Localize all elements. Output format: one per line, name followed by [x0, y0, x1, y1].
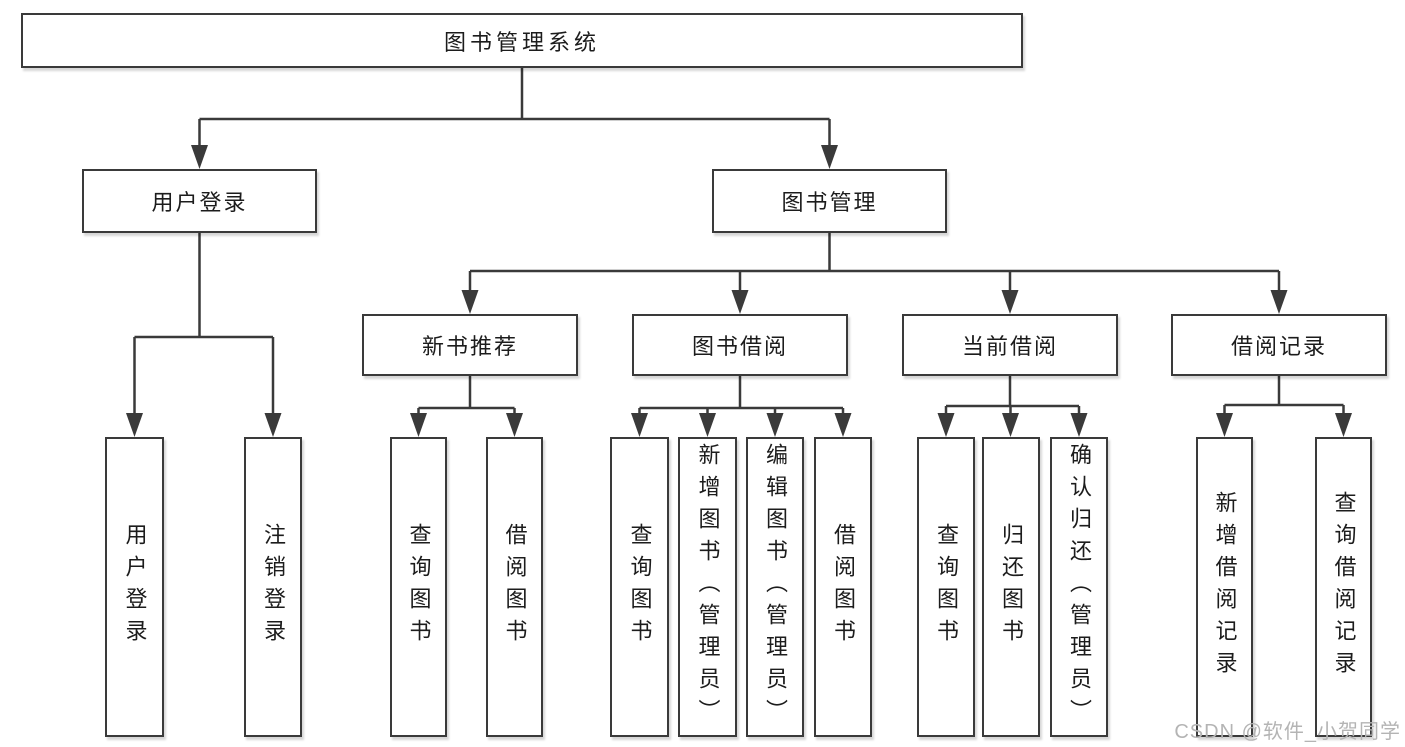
arrow-down-icon	[1216, 413, 1233, 437]
connector-current-borrowing-branch	[944, 376, 1081, 418]
node-label: 新增借阅记录	[1212, 491, 1238, 683]
arrow-down-icon	[1001, 290, 1019, 314]
node-label: 查询借阅记录	[1331, 491, 1357, 683]
node-label: 借阅图书	[831, 523, 856, 651]
leaf-borrow-books: 借阅图书	[486, 437, 543, 737]
node-label: 新书推荐	[421, 334, 518, 359]
node-borrow-records: 借阅记录	[1171, 314, 1387, 376]
arrow-down-icon	[264, 413, 282, 437]
arrow-down-icon	[631, 413, 648, 437]
node-label: 图书管理	[781, 190, 878, 215]
node-library-system: 图书管理系统	[21, 13, 1023, 68]
node-new-book-recommendation: 新书推荐	[362, 314, 578, 376]
arrow-down-icon	[1070, 413, 1088, 437]
watermark: CSDN @软件_小贺同学	[1174, 721, 1401, 743]
leaf-borrow-books: 借阅图书	[814, 437, 872, 737]
leaf-add-borrow-record: 新增借阅记录	[1196, 437, 1253, 737]
node-user-login: 用户登录	[82, 169, 317, 233]
node-label: 借阅记录	[1230, 334, 1327, 359]
node-label: 图书管理系统	[443, 29, 600, 55]
leaf-add-book-admin: 新增图书（管理员）	[678, 437, 737, 737]
arrow-down-icon	[126, 413, 143, 437]
arrow-down-icon	[1002, 413, 1019, 437]
leaf-return-books: 归还图书	[982, 437, 1040, 737]
leaf-logout: 注销登录	[244, 437, 302, 737]
connector-book-borrowing-branch	[638, 376, 845, 418]
arrow-down-icon	[410, 413, 427, 437]
node-label: 图书借阅	[691, 334, 788, 359]
arrow-down-icon	[1335, 413, 1352, 437]
node-current-borrowing: 当前借阅	[902, 314, 1118, 376]
arrow-down-icon	[821, 145, 838, 169]
arrow-down-icon	[191, 145, 208, 169]
node-label: 查询图书	[406, 523, 432, 651]
leaf-query-books: 查询图书	[917, 437, 975, 737]
arrow-down-icon	[731, 290, 749, 314]
leaf-query-borrow-record: 查询借阅记录	[1315, 437, 1372, 737]
node-label: 新增图书（管理员）	[695, 443, 721, 731]
node-label: 查询图书	[934, 523, 959, 651]
node-book-borrowing: 图书借阅	[632, 314, 848, 376]
node-label: 用户登录	[151, 190, 248, 215]
node-label: 借阅图书	[502, 523, 528, 651]
node-book-management: 图书管理	[712, 169, 947, 233]
leaf-confirm-return-admin: 确认归还（管理员）	[1050, 437, 1108, 737]
leaf-query-books: 查询图书	[610, 437, 669, 737]
arrow-down-icon	[1270, 290, 1288, 314]
leaf-user-login: 用户登录	[105, 437, 164, 737]
node-label: 确认归还（管理员）	[1067, 443, 1092, 731]
arrow-down-icon	[937, 413, 955, 437]
arrow-down-icon	[699, 413, 716, 437]
leaf-query-books: 查询图书	[390, 437, 447, 737]
node-label: 归还图书	[999, 523, 1024, 651]
node-label: 当前借阅	[961, 334, 1058, 359]
node-label: 注销登录	[261, 523, 286, 651]
connector-book-management-branch	[468, 233, 1281, 295]
node-label: 编辑图书（管理员）	[763, 443, 788, 731]
arrowhead-icons	[126, 145, 1352, 437]
connector-user-login-branch	[133, 233, 275, 418]
leaf-edit-book-admin: 编辑图书（管理员）	[746, 437, 804, 737]
node-label: 用户登录	[122, 523, 148, 651]
arrow-down-icon	[461, 290, 479, 314]
arrow-down-icon	[834, 413, 852, 437]
connector-root-branch	[198, 68, 831, 150]
arrow-down-icon	[506, 413, 523, 437]
connector-borrow-records-branch	[1223, 376, 1345, 418]
arrow-down-icon	[766, 413, 784, 437]
node-label: 查询图书	[627, 523, 653, 651]
connector-new-book-branch	[417, 376, 516, 418]
